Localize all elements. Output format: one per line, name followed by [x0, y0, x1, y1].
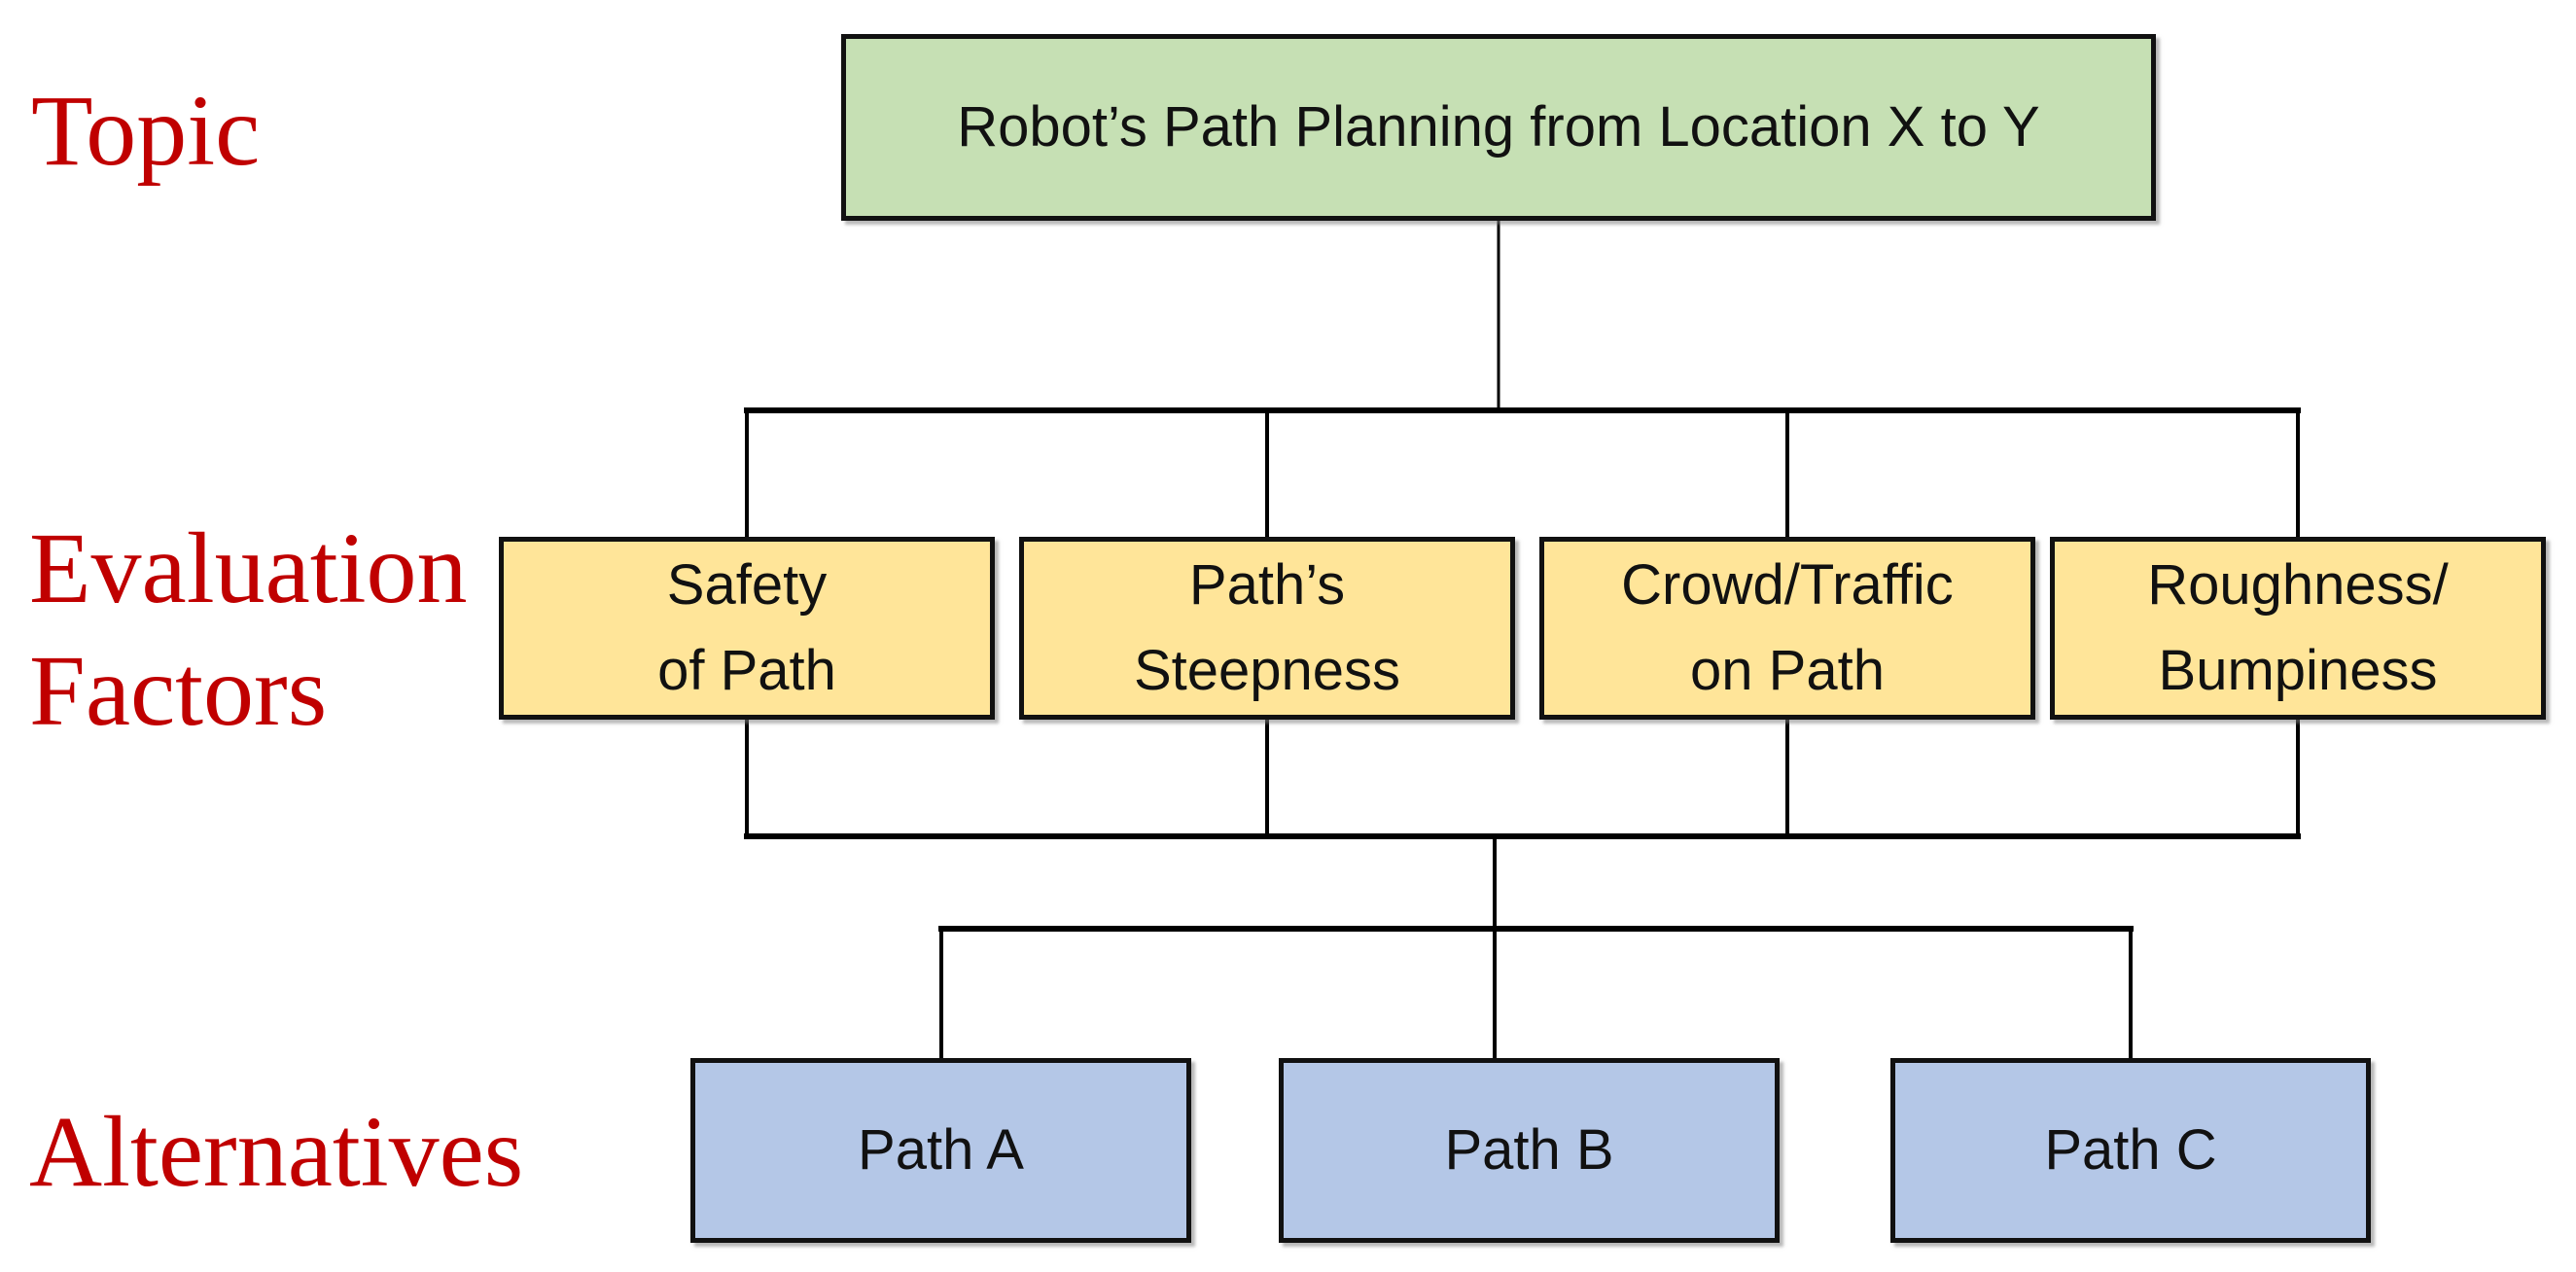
factor-node-safety-of-path: Safety of Path: [499, 537, 995, 720]
factor-label-line: on Path: [1690, 639, 1885, 702]
tier-label-factors-line: Factors: [29, 635, 328, 747]
alternative-node-label: Path B: [1444, 1118, 1614, 1182]
tier-label-alternatives: Alternatives: [29, 1096, 524, 1208]
alternative-node-path-b: Path B: [1279, 1058, 1780, 1243]
topic-node: Robot’s Path Planning from Location X to…: [841, 34, 2156, 221]
factor-label-line: Bumpiness: [2158, 639, 2438, 702]
factor-label-line: of Path: [657, 639, 836, 702]
alternative-node-label: Path A: [858, 1118, 1024, 1182]
tier-label-evaluation-line: Evaluation: [29, 512, 468, 624]
factor-label-line: Path’s: [1188, 553, 1346, 617]
alternative-node-label: Path C: [2044, 1118, 2217, 1182]
factor-label-line: Safety: [666, 553, 828, 617]
alternative-node-path-a: Path A: [690, 1058, 1191, 1243]
factor-node-crowd-traffic-on-path: Crowd/Traffic on Path: [1539, 537, 2035, 720]
factor-label-line: Crowd/Traffic: [1621, 553, 1954, 617]
factor-node-paths-steepness: Path’s Steepness: [1019, 537, 1515, 720]
alternative-node-path-c: Path C: [1890, 1058, 2371, 1243]
factor-label-line: Roughness/: [2147, 553, 2449, 617]
tier-label-evaluation-factors: Evaluation Factors: [29, 508, 468, 753]
factor-label-line: Steepness: [1133, 639, 1401, 702]
factor-node-roughness-bumpiness: Roughness/ Bumpiness: [2050, 537, 2546, 720]
tier-label-topic: Topic: [31, 75, 261, 187]
topic-node-label: Robot’s Path Planning from Location X to…: [957, 95, 2040, 159]
